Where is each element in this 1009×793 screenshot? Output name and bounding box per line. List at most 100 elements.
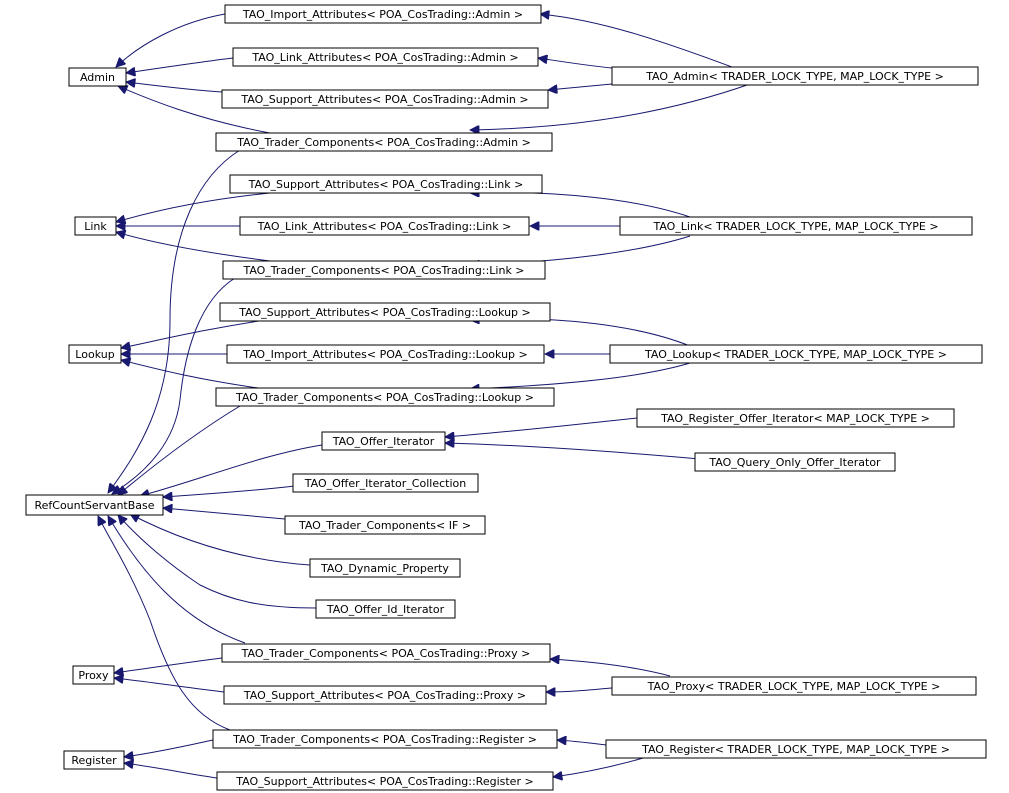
class-label: TAO_Lookup< TRADER_LOCK_TYPE, MAP_LOCK_T…: [644, 348, 947, 361]
edge-tao-register-to-trader-register: [557, 740, 607, 746]
edge-trader-lookup-to-lookup: [121, 360, 266, 390]
edge-query-only-to-offer-iter: [445, 443, 701, 460]
class-label: TAO_Register_Offer_Iterator< MAP_LOCK_TY…: [660, 412, 930, 425]
edge-trader-lookup-to-refcount: [118, 405, 241, 495]
class-label: TAO_Offer_Id_Iterator: [326, 603, 445, 616]
edge-tao-admin-to-link-attr-admin: [538, 58, 613, 69]
nodes: Admin Link Lookup RefCountServantBase Pr…: [25, 4, 987, 791]
class-label: TAO_Link_Attributes< POA_CosTrading::Lin…: [257, 220, 512, 233]
class-label: TAO_Offer_Iterator_Collection: [304, 477, 466, 490]
class-admin[interactable]: Admin: [68, 67, 127, 87]
class-label: Proxy: [78, 669, 109, 682]
class-support-attributes-lookup[interactable]: TAO_Support_Attributes< POA_CosTrading::…: [219, 302, 551, 322]
class-label: TAO_Query_Only_Offer_Iterator: [708, 456, 881, 469]
edge-support-admin-to-admin: [126, 82, 223, 93]
class-trader-components-proxy[interactable]: TAO_Trader_Components< POA_CosTrading::P…: [221, 643, 551, 663]
class-trader-components-admin[interactable]: TAO_Trader_Components< POA_CosTrading::A…: [215, 132, 553, 152]
edge-support-link-to-link: [116, 192, 271, 222]
class-offer-iterator-collection[interactable]: TAO_Offer_Iterator_Collection: [292, 473, 479, 493]
class-link[interactable]: Link: [74, 216, 117, 236]
edge-trader-register-to-refcount: [98, 516, 231, 731]
edge-tao-lookup-to-support-lookup: [470, 319, 691, 347]
class-import-attributes-lookup[interactable]: TAO_Import_Attributes< POA_CosTrading::L…: [226, 344, 545, 364]
class-trader-components-register[interactable]: TAO_Trader_Components< POA_CosTrading::R…: [212, 729, 558, 749]
edge-tao-link-to-support-link: [470, 192, 691, 218]
edge-trader-admin-to-admin: [118, 86, 271, 134]
class-trader-components-link[interactable]: TAO_Trader_Components< POA_CosTrading::L…: [222, 260, 546, 280]
class-tao-register[interactable]: TAO_Register< TRADER_LOCK_TYPE, MAP_LOCK…: [605, 739, 987, 759]
class-link-attributes-link[interactable]: TAO_Link_Attributes< POA_CosTrading::Lin…: [239, 216, 530, 236]
class-offer-id-iterator[interactable]: TAO_Offer_Id_Iterator: [315, 599, 456, 619]
class-label: Lookup: [75, 348, 114, 361]
class-label: TAO_Support_Attributes< POA_CosTrading::…: [235, 775, 533, 788]
edge-trader-proxy-to-refcount: [108, 516, 246, 644]
class-label: TAO_Register< TRADER_LOCK_TYPE, MAP_LOCK…: [641, 743, 950, 756]
class-label: TAO_Support_Attributes< POA_CosTrading::…: [240, 93, 528, 106]
class-label: TAO_Admin< TRADER_LOCK_TYPE, MAP_LOCK_TY…: [645, 70, 944, 83]
edge-tao-lookup-to-trader-lookup: [470, 362, 691, 389]
class-label: TAO_Trader_Components< POA_CosTrading::P…: [241, 647, 531, 660]
edge-support-lookup-to-lookup: [121, 319, 266, 348]
edge-trader-admin-to-refcount: [108, 149, 241, 493]
class-label: Admin: [80, 71, 115, 84]
edges: [98, 13, 751, 779]
class-label: TAO_Support_Attributes< POA_CosTrading::…: [238, 306, 530, 319]
class-link-attributes-admin[interactable]: TAO_Link_Attributes< POA_CosTrading::Adm…: [232, 47, 539, 67]
class-label: TAO_Import_Attributes< POA_CosTrading::A…: [242, 8, 523, 21]
edge-offer-iter-coll-to-refcount: [163, 485, 296, 497]
class-register-offer-iterator[interactable]: TAO_Register_Offer_Iterator< MAP_LOCK_TY…: [636, 408, 955, 428]
edge-tao-admin-to-trader-admin: [470, 83, 751, 130]
class-support-attributes-admin[interactable]: TAO_Support_Attributes< POA_CosTrading::…: [221, 89, 549, 109]
class-tao-admin[interactable]: TAO_Admin< TRADER_LOCK_TYPE, MAP_LOCK_TY…: [611, 66, 979, 86]
class-offer-iterator[interactable]: TAO_Offer_Iterator: [321, 431, 446, 451]
class-label: TAO_Trader_Components< POA_CosTrading::L…: [242, 264, 524, 277]
class-label: TAO_Import_Attributes< POA_CosTrading::L…: [242, 348, 528, 361]
class-label: TAO_Link< TRADER_LOCK_TYPE, MAP_LOCK_TYP…: [652, 220, 938, 233]
class-tao-lookup[interactable]: TAO_Lookup< TRADER_LOCK_TYPE, MAP_LOCK_T…: [609, 344, 983, 364]
edge-offer-iter-to-refcount: [140, 444, 323, 496]
class-label: TAO_Trader_Components< POA_CosTrading::L…: [235, 391, 534, 404]
edge-register-offer-iter-to-offer-iter: [445, 417, 638, 437]
edge-tao-register-to-support-register: [553, 755, 651, 777]
edge-tao-proxy-to-support-proxy: [546, 688, 613, 692]
class-label: TAO_Trader_Components< POA_CosTrading::A…: [236, 136, 531, 149]
class-label: TAO_Proxy< TRADER_LOCK_TYPE, MAP_LOCK_TY…: [647, 680, 941, 693]
class-label: TAO_Dynamic_Property: [320, 562, 449, 575]
edge-offer-id-iter-to-refcount: [118, 515, 317, 609]
edge-support-proxy-to-proxy: [114, 678, 225, 693]
class-label: TAO_Offer_Iterator: [332, 435, 435, 448]
class-label: TAO_Trader_Components< IF >: [298, 519, 471, 532]
edge-trader-if-to-refcount: [163, 508, 286, 520]
edge-tao-admin-to-support-admin: [548, 83, 613, 90]
edge-trader-register-to-register: [124, 739, 214, 757]
class-query-only-offer-iterator[interactable]: TAO_Query_Only_Offer_Iterator: [694, 452, 896, 472]
class-support-attributes-proxy[interactable]: TAO_Support_Attributes< POA_CosTrading::…: [223, 685, 547, 705]
edge-import-admin-to-admin: [116, 13, 226, 67]
class-tao-link[interactable]: TAO_Link< TRADER_LOCK_TYPE, MAP_LOCK_TYP…: [619, 216, 973, 236]
edge-dyn-prop-to-refcount: [130, 514, 311, 566]
edge-trader-link-to-link: [116, 232, 271, 262]
class-trader-components-if[interactable]: TAO_Trader_Components< IF >: [284, 515, 486, 535]
edge-trader-proxy-to-proxy: [114, 657, 223, 673]
class-label: Register: [71, 754, 117, 767]
edge-tao-admin-to-import-admin: [540, 14, 741, 71]
class-support-attributes-link[interactable]: TAO_Support_Attributes< POA_CosTrading::…: [229, 174, 543, 194]
edge-link-attr-admin-to-admin: [126, 57, 234, 73]
class-lookup[interactable]: Lookup: [68, 344, 122, 364]
class-label: TAO_Trader_Components< POA_CosTrading::R…: [232, 733, 537, 746]
class-register[interactable]: Register: [63, 750, 125, 770]
class-label: TAO_Link_Attributes< POA_CosTrading::Adm…: [251, 51, 518, 64]
edge-support-register-to-register: [124, 763, 218, 779]
class-tao-proxy[interactable]: TAO_Proxy< TRADER_LOCK_TYPE, MAP_LOCK_TY…: [611, 676, 977, 696]
class-support-attributes-register[interactable]: TAO_Support_Attributes< POA_CosTrading::…: [216, 771, 554, 791]
class-label: RefCountServantBase: [34, 499, 154, 512]
class-dynamic-property[interactable]: TAO_Dynamic_Property: [309, 558, 461, 578]
class-proxy[interactable]: Proxy: [72, 665, 115, 685]
class-label: TAO_Support_Attributes< POA_CosTrading::…: [243, 689, 526, 702]
class-refcountservantbase[interactable]: RefCountServantBase: [25, 494, 164, 516]
edge-tao-proxy-to-trader-proxy: [550, 659, 671, 677]
class-trader-components-lookup[interactable]: TAO_Trader_Components< POA_CosTrading::L…: [215, 387, 555, 407]
class-import-attributes-admin[interactable]: TAO_Import_Attributes< POA_CosTrading::A…: [224, 4, 542, 24]
class-label: TAO_Support_Attributes< POA_CosTrading::…: [248, 178, 524, 191]
